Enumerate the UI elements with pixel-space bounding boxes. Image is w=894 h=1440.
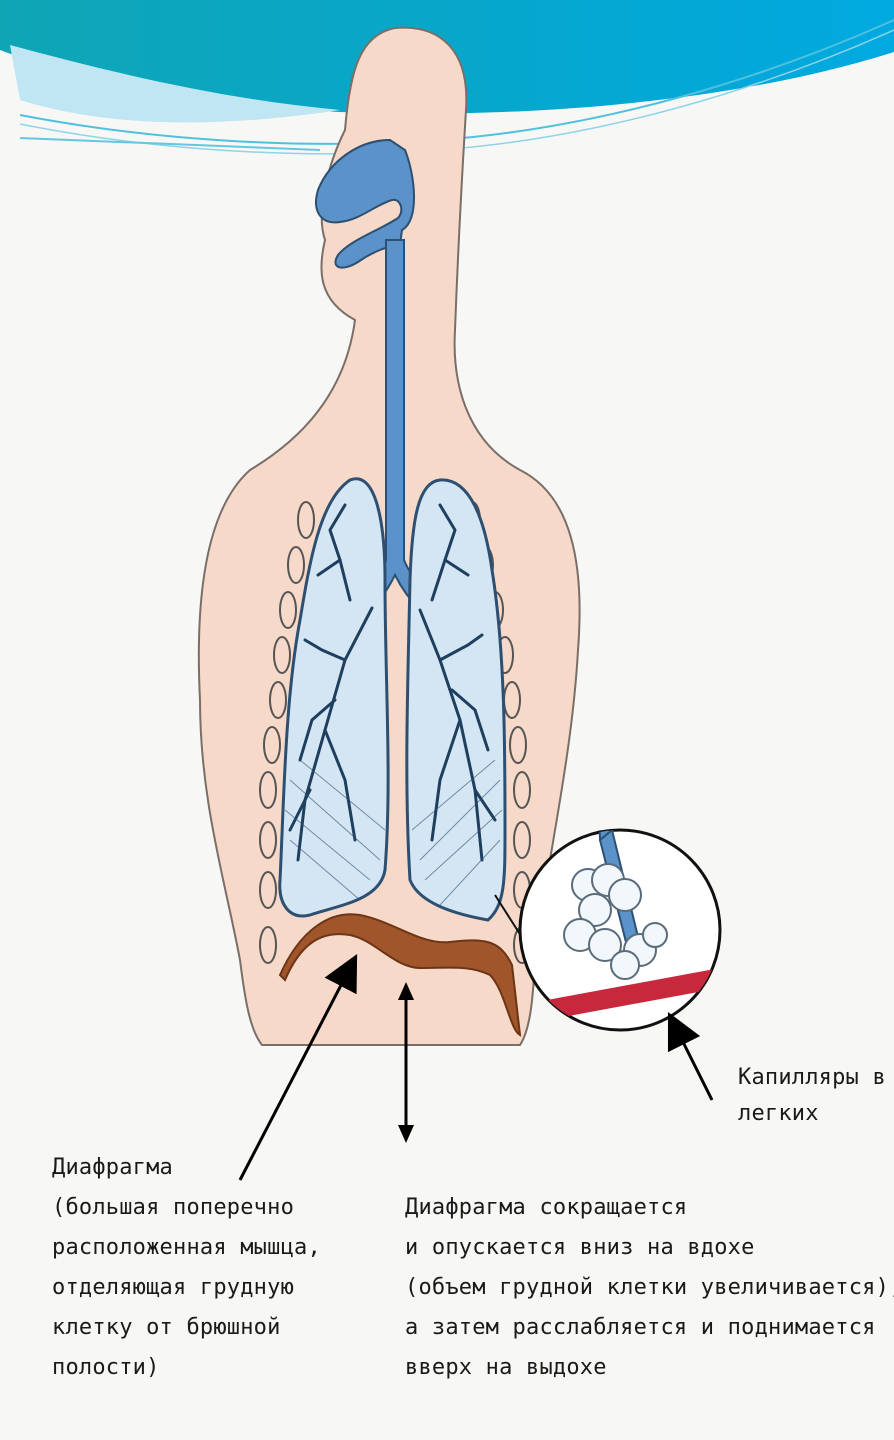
capillaries-label: Капилляры в легких bbox=[738, 1060, 886, 1132]
diaphragm-label-line: отделяющая грудную bbox=[52, 1268, 321, 1308]
capillaries-label-line: легких bbox=[738, 1096, 886, 1132]
diaphragm-label-line: клетку от брюшной bbox=[52, 1308, 321, 1348]
diaphragm-label-line: полости) bbox=[52, 1348, 321, 1388]
diaphragm-label-line: расположенная мышца, bbox=[52, 1228, 321, 1268]
action-label-line: (объем грудной клетки увеличивается), bbox=[405, 1268, 894, 1308]
diaphragm-label-line: Диафрагма bbox=[52, 1148, 321, 1188]
action-label-line: вверх на выдохе bbox=[405, 1348, 894, 1388]
capillaries-label-line: Капилляры в bbox=[738, 1060, 886, 1096]
diaphragm-label: Диафрагма (большая поперечно расположенн… bbox=[52, 1148, 321, 1388]
diaphragm-label-line: (большая поперечно bbox=[52, 1188, 321, 1228]
action-label-line: и опускается вниз на вдохе bbox=[405, 1228, 894, 1268]
action-label-line: а затем расслабляется и поднимается bbox=[405, 1308, 894, 1348]
action-label-line: Диафрагма сокращается bbox=[405, 1188, 894, 1228]
capillary-pointer-arrow bbox=[672, 1020, 712, 1100]
diaphragm-action-label: Диафрагма сокращается и опускается вниз … bbox=[405, 1188, 894, 1388]
